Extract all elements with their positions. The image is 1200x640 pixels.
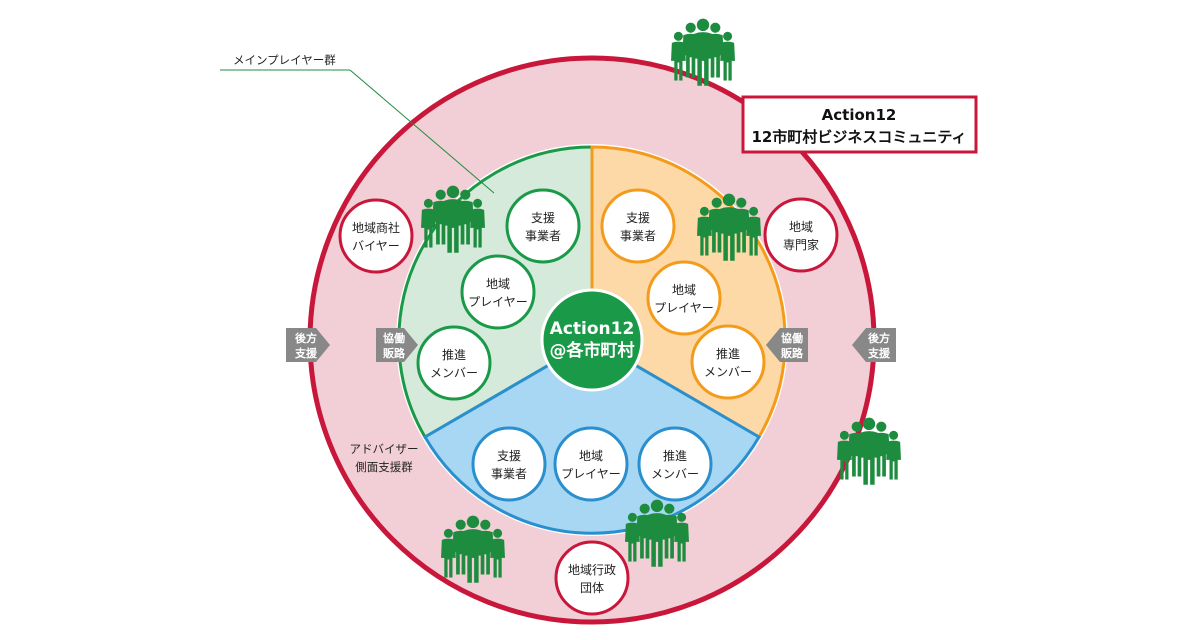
arrow-left-icon: 後方 支援 <box>852 328 896 362</box>
title-line2: 12市町村ビジネスコミュニティ <box>752 128 967 146</box>
svg-text:地域商社: 地域商社 <box>352 220 400 235</box>
center-circle <box>540 288 644 392</box>
svg-text:メンバー: メンバー <box>430 366 478 380</box>
svg-text:支援: 支援 <box>531 211 555 225</box>
title-line1: Action12 <box>822 106 897 124</box>
arrow-right-icon: 協働 販路 <box>376 328 418 362</box>
svg-text:地域: 地域 <box>486 277 510 291</box>
svg-text:メンバー: メンバー <box>704 365 752 379</box>
svg-text:後方: 後方 <box>295 331 317 345</box>
outer-trading-node: 地域商社 バイヤー <box>338 198 414 274</box>
svg-text:アドバイザー: アドバイザー <box>350 442 419 456</box>
svg-text:地域行政: 地域行政 <box>568 563 616 577</box>
svg-text:事業者: 事業者 <box>525 229 561 243</box>
outer-experts-node: 地域 専門家 <box>763 197 839 273</box>
orange-support-node: 支援 事業者 <box>600 188 676 264</box>
svg-text:メインプレイヤー群: メインプレイヤー群 <box>233 53 336 67</box>
svg-text:事業者: 事業者 <box>491 467 527 481</box>
svg-text:メンバー: メンバー <box>651 467 699 481</box>
svg-text:事業者: 事業者 <box>620 229 656 243</box>
orange-player-node: 地域 プレイヤー <box>646 260 722 336</box>
green-support-node: 支援 事業者 <box>505 188 581 264</box>
svg-text:推進: 推進 <box>442 348 466 362</box>
svg-text:支援: 支援 <box>626 211 650 225</box>
center-label-line2: @各市町村 <box>550 340 635 361</box>
svg-text:協働: 協働 <box>781 331 803 345</box>
svg-text:推進: 推進 <box>716 347 740 361</box>
green-player-node: 地域 プレイヤー <box>460 254 536 330</box>
svg-text:プレイヤー: プレイヤー <box>561 467 621 481</box>
svg-text:推進: 推進 <box>663 449 687 463</box>
svg-text:側面支援群: 側面支援群 <box>355 460 413 474</box>
svg-text:地域: 地域 <box>672 283 696 297</box>
center-label-line1: Action12 <box>550 319 635 339</box>
orange-member-node: 推進 メンバー <box>690 324 766 400</box>
svg-text:後方: 後方 <box>868 331 890 345</box>
blue-member-node: 推進 メンバー <box>637 426 713 502</box>
svg-text:支援: 支援 <box>497 449 521 463</box>
outer-government-node: 地域行政 団体 <box>554 540 630 616</box>
svg-text:団体: 団体 <box>580 581 604 595</box>
svg-text:地域: 地域 <box>789 220 813 234</box>
blue-player-node: 地域 プレイヤー <box>553 426 629 502</box>
svg-text:支援: 支援 <box>294 346 318 360</box>
title-box: Action12 12市町村ビジネスコミュニティ <box>741 95 978 154</box>
svg-text:販路: 販路 <box>383 346 406 360</box>
arrow-left-icon: 協働 販路 <box>766 328 808 362</box>
green-member-node: 推進 メンバー <box>416 325 492 401</box>
blue-support-node: 支援 事業者 <box>471 426 547 502</box>
main-players-callout: メインプレイヤー群 <box>220 53 495 194</box>
svg-text:プレイヤー: プレイヤー <box>468 295 528 309</box>
svg-text:支援: 支援 <box>867 346 891 360</box>
svg-text:地域: 地域 <box>579 449 603 463</box>
svg-text:専門家: 専門家 <box>783 237 819 252</box>
arrow-right-icon: 後方 支援 <box>286 328 330 362</box>
svg-text:販路: 販路 <box>781 346 804 360</box>
svg-text:バイヤー: バイヤー <box>352 239 400 253</box>
svg-text:プレイヤー: プレイヤー <box>654 301 714 315</box>
advisor-label: アドバイザー 側面支援群 <box>350 442 419 474</box>
people-group-icon <box>671 19 735 86</box>
svg-text:協働: 協働 <box>383 331 405 345</box>
